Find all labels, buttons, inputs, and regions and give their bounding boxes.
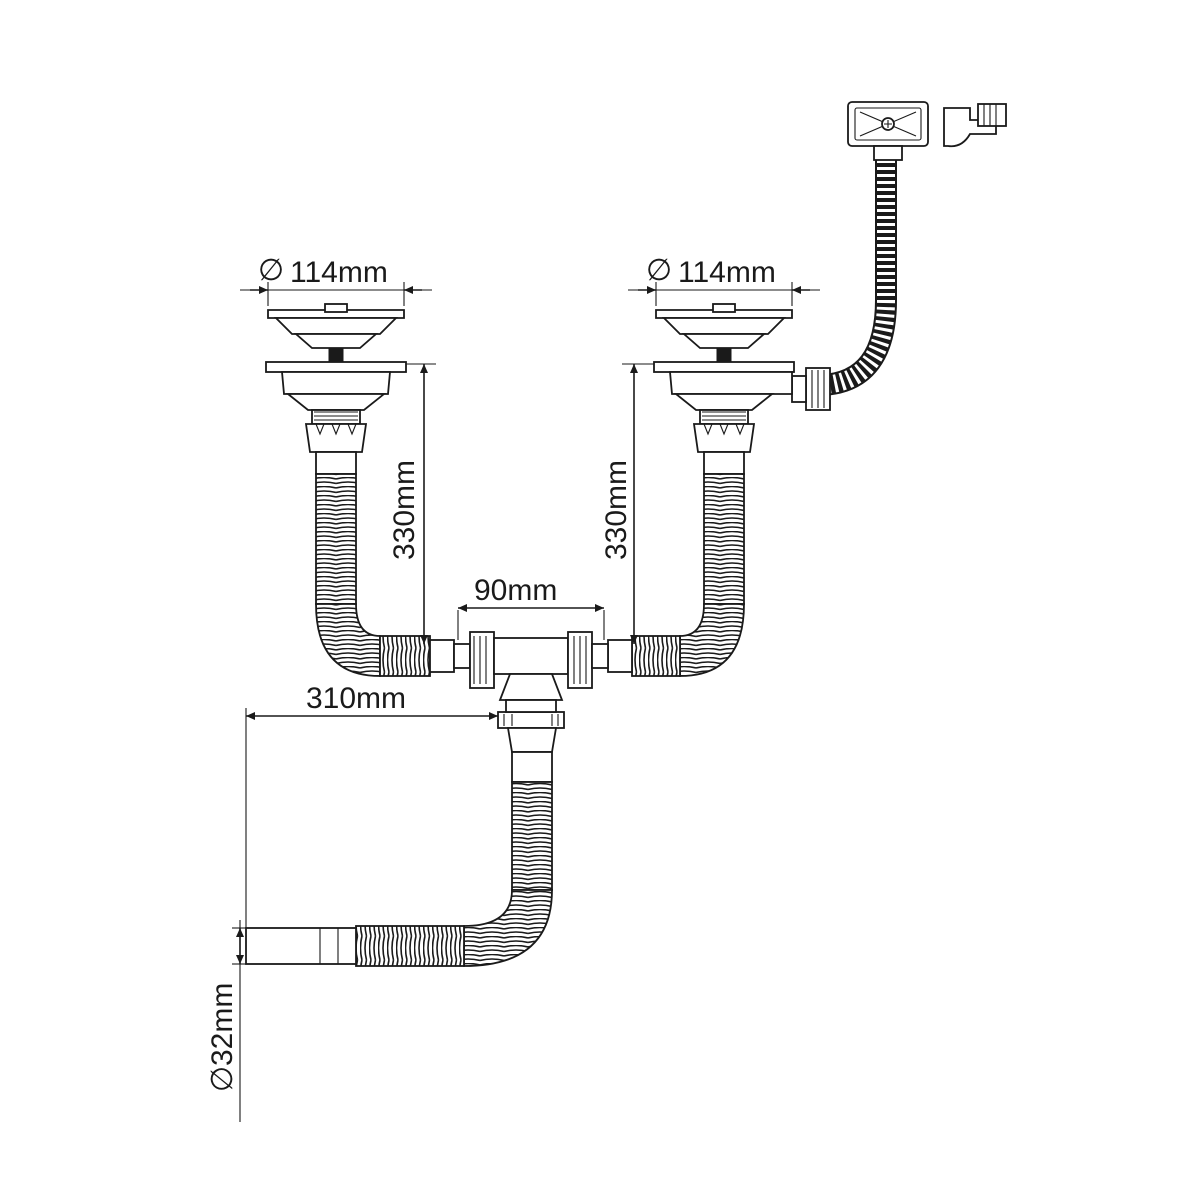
dim-tee-width: 90mm [457,574,605,640]
right-strainer-basket [653,303,795,475]
outlet-offset-label: 310mm [306,682,406,715]
left-strainer-basket [265,303,407,475]
dim-right-diameter: ∅ 114mm [628,254,820,306]
dim-outlet-diameter: ∅ 32mm [206,920,246,1122]
overflow-assembly [791,101,1007,411]
outlet-diameter-symbol: ∅ [206,1066,239,1092]
right-corrugated-hose [607,473,745,677]
dim-left-height: 330mm [388,363,436,644]
left-height-label: 330mm [388,460,421,560]
tee-junction [453,631,609,783]
left-diameter-symbol: ∅ [258,254,284,287]
outlet-corrugated-hose [245,781,553,967]
left-diameter-label: 114mm [290,256,388,289]
left-corrugated-hose [315,473,455,677]
tee-width-label: 90mm [474,574,557,607]
dim-right-height: 330mm [600,363,654,644]
outlet-diameter-label: 32mm [206,983,239,1066]
dim-left-diameter: ∅ 114mm [240,254,432,306]
right-height-label: 330mm [600,460,633,560]
dim-outlet-offset: 310mm [245,682,498,928]
right-diameter-symbol: ∅ [646,254,672,287]
overflow-elbow-connector [943,103,1007,148]
outlet-spigot [245,927,357,965]
overflow-hose [820,160,897,396]
right-diameter-label: 114mm [678,256,776,289]
